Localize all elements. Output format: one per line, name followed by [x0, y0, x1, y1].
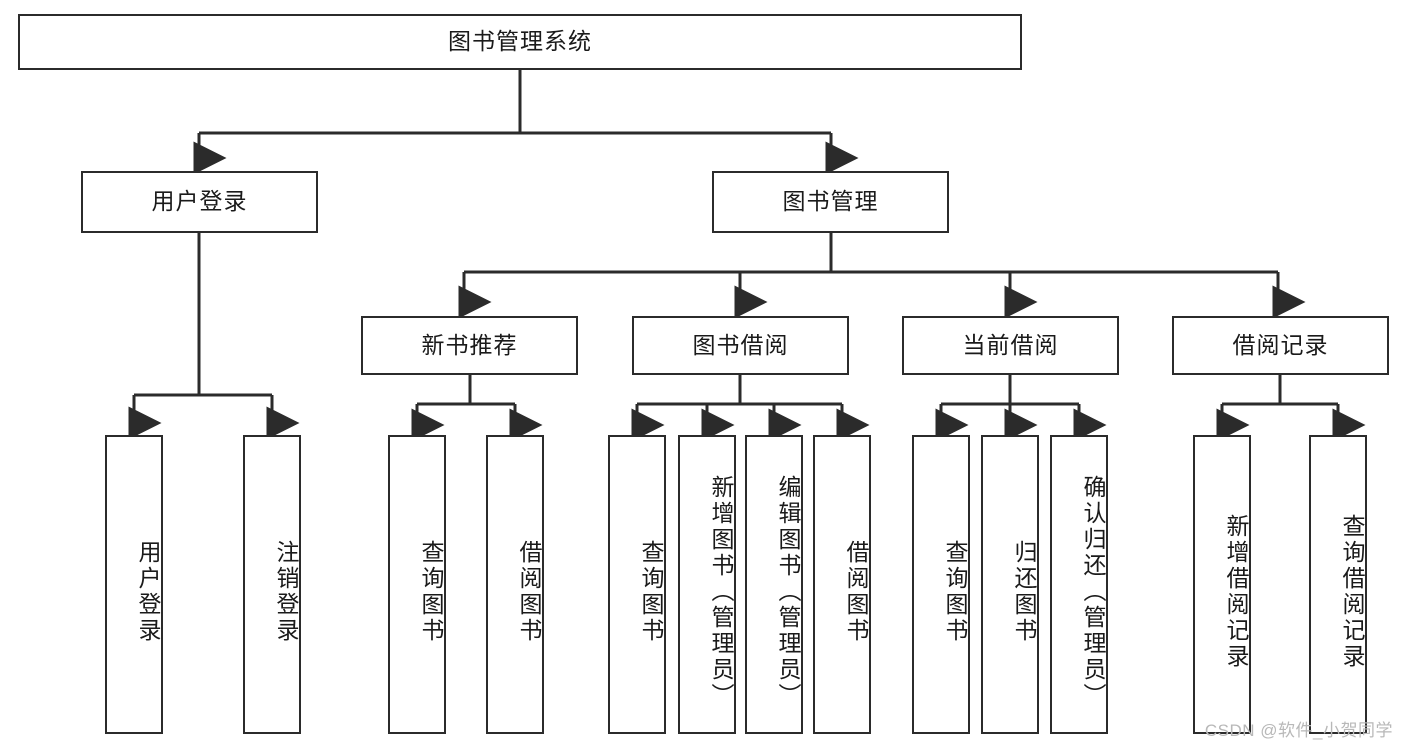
node-user-login[interactable]: 用户登录 [81, 171, 318, 233]
watermark-text: CSDN @软件_小贺同学 [1204, 721, 1393, 740]
node-leaf-add-book-admin[interactable]: 新增图书（管理员） [678, 435, 736, 734]
node-leaf-query-book-2-label: 查询图书 [638, 539, 664, 644]
node-leaf-query-book-3-label: 查询图书 [942, 539, 968, 644]
node-book-borrow-label: 图书借阅 [692, 331, 789, 358]
node-borrow-record[interactable]: 借阅记录 [1172, 316, 1389, 375]
node-leaf-user-login[interactable]: 用户登录 [105, 435, 163, 734]
node-leaf-borrow-book-2-label: 借阅图书 [843, 539, 869, 644]
node-leaf-borrow-book-1-label: 借阅图书 [516, 539, 542, 644]
node-leaf-add-borrow-record[interactable]: 新增借阅记录 [1193, 435, 1251, 734]
node-book-borrow[interactable]: 图书借阅 [632, 316, 849, 375]
node-leaf-query-book-1[interactable]: 查询图书 [388, 435, 446, 734]
node-leaf-borrow-book-2[interactable]: 借阅图书 [813, 435, 871, 734]
node-leaf-edit-book-admin-label: 编辑图书（管理员） [775, 474, 801, 709]
node-leaf-confirm-return-admin[interactable]: 确认归还（管理员） [1050, 435, 1108, 734]
node-leaf-query-book-1-label: 查询图书 [418, 539, 444, 644]
node-leaf-query-borrow-record-label: 查询借阅记录 [1339, 513, 1365, 670]
node-leaf-add-book-admin-label: 新增图书（管理员） [708, 474, 734, 709]
node-book-management-label: 图书管理 [782, 188, 879, 215]
node-current-borrow-label: 当前借阅 [962, 331, 1059, 358]
node-leaf-return-book-label: 归还图书 [1011, 539, 1037, 644]
node-root[interactable]: 图书管理系统 [18, 14, 1022, 70]
node-leaf-query-borrow-record[interactable]: 查询借阅记录 [1309, 435, 1367, 734]
node-leaf-add-borrow-record-label: 新增借阅记录 [1223, 513, 1249, 670]
node-leaf-return-book[interactable]: 归还图书 [981, 435, 1039, 734]
node-root-label: 图书管理系统 [448, 28, 592, 55]
node-borrow-record-label: 借阅记录 [1232, 331, 1329, 358]
node-leaf-query-book-3[interactable]: 查询图书 [912, 435, 970, 734]
node-leaf-edit-book-admin[interactable]: 编辑图书（管理员） [745, 435, 803, 734]
node-leaf-borrow-book-1[interactable]: 借阅图书 [486, 435, 544, 734]
node-leaf-logout-login[interactable]: 注销登录 [243, 435, 301, 734]
node-leaf-confirm-return-admin-label: 确认归还（管理员） [1080, 474, 1106, 709]
node-leaf-user-login-label: 用户登录 [135, 539, 161, 644]
node-user-login-label: 用户登录 [151, 188, 248, 215]
node-leaf-logout-login-label: 注销登录 [273, 539, 299, 644]
node-new-book-recommend-label: 新书推荐 [421, 331, 518, 358]
node-current-borrow[interactable]: 当前借阅 [902, 316, 1119, 375]
node-new-book-recommend[interactable]: 新书推荐 [361, 316, 578, 375]
node-book-management[interactable]: 图书管理 [712, 171, 949, 233]
node-leaf-query-book-2[interactable]: 查询图书 [608, 435, 666, 734]
